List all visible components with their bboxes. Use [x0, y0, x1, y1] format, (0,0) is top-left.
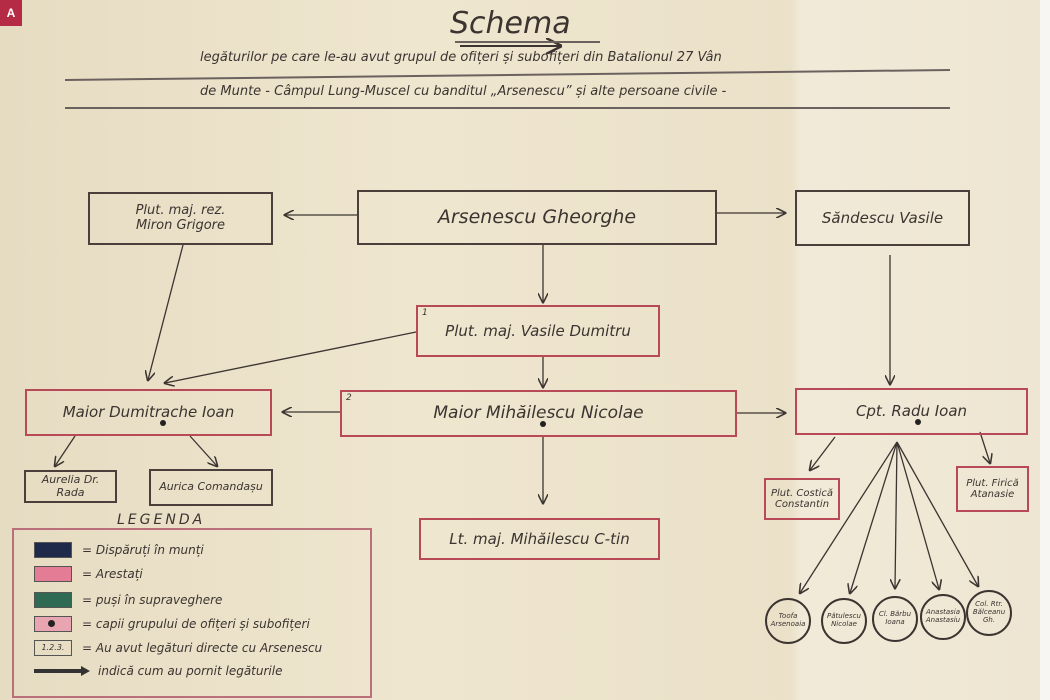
legend-box: = Dispăruți în munți = Arestați = puși î… — [12, 528, 372, 698]
legend-label: = puși în supraveghere — [82, 593, 223, 607]
legend-item: indică cum au pornit legăturile — [34, 664, 282, 678]
arrow-icon — [34, 666, 90, 676]
legend-label: = capii grupului de ofițeri și subofițer… — [82, 617, 310, 631]
circle-node: Anastasia Anastasiu — [920, 594, 966, 640]
node-number: 2 — [346, 393, 352, 403]
legend-label: = Arestați — [82, 567, 143, 581]
legend-title: LEGENDA — [117, 512, 206, 528]
node-firica: Plut. Firică Atanasie — [956, 466, 1029, 512]
leader-dot-icon — [160, 420, 166, 426]
swatch-pink-icon — [34, 566, 72, 582]
figure-label: A — [0, 0, 22, 26]
node-costica: Plut. Costică Constantin — [764, 478, 840, 520]
swatch-dot-icon — [34, 616, 72, 632]
legend-item: 1.2.3. = Au avut legături directe cu Arse… — [34, 640, 322, 656]
swatch-number-icon: 1.2.3. — [34, 640, 72, 656]
legend-item: = puși în supraveghere — [34, 592, 222, 608]
leader-dot-icon — [915, 419, 921, 425]
legend-item: = capii grupului de ofițeri și subofițer… — [34, 616, 310, 632]
circle-node: Toofa Arsenoaia — [765, 598, 811, 644]
legend-label: = Dispăruți în munți — [82, 543, 204, 557]
legend-label: = Au avut legături directe cu Arsenescu — [82, 641, 323, 655]
node-dumitrache: Maior Dumitrache Ioan — [25, 389, 272, 436]
node-miron: Plut. maj. rez. Miron Grigore — [88, 192, 273, 245]
node-label: Plut. maj. Vasile Dumitru — [445, 321, 631, 340]
node-sandescu: Săndescu Vasile — [795, 190, 970, 246]
circle-node: Pătulescu Nicolae — [821, 598, 867, 644]
circle-node: Cl. Bărbu Ioana — [872, 596, 918, 642]
swatch-green-icon — [34, 592, 72, 608]
node-aurica: Aurica Comandașu — [149, 469, 273, 506]
node-number: 1 — [422, 308, 428, 318]
legend-label: indică cum au pornit legăturile — [98, 664, 283, 678]
node-radu: Cpt. Radu Ioan — [795, 388, 1028, 435]
legend-item: = Dispăruți în munți — [34, 542, 204, 558]
node-label: Maior Mihăilescu Nicolae — [433, 403, 644, 424]
subtitle-line-1: legăturilor pe care le-au avut grupul de… — [200, 50, 722, 65]
diagram-title: Schema — [450, 6, 571, 41]
swatch-dark-blue-icon — [34, 542, 72, 558]
node-aurelia: Aurelia Dr. Rada — [24, 470, 117, 503]
node-arsenescu: Arsenescu Gheorghe — [357, 190, 717, 245]
photo-edge — [1040, 0, 1050, 700]
node-mihailescu-ctin: Lt. maj. Mihăilescu C-tin — [419, 518, 660, 560]
node-label: Cpt. Radu Ioan — [855, 402, 968, 421]
subtitle-line-2: de Munte - Câmpul Lung-Muscel cu banditu… — [200, 84, 727, 99]
node-label: Maior Dumitrache Ioan — [62, 403, 235, 422]
circle-node: Col. Rtr. Bălceanu Gh. — [966, 590, 1012, 636]
legend-item: = Arestați — [34, 566, 143, 582]
leader-dot-icon — [540, 421, 546, 427]
